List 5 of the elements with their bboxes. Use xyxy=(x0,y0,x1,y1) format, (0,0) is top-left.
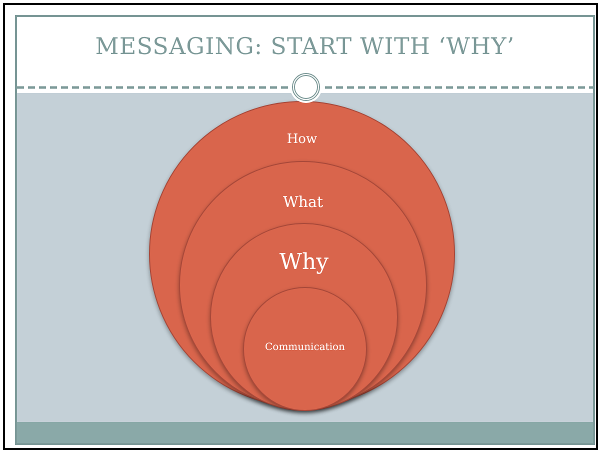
circle-label: Why xyxy=(279,249,329,276)
circle-label: Communication xyxy=(265,342,345,354)
slide-title: MESSAGING: START WITH ‘WHY’ xyxy=(95,33,515,62)
circle-label: What xyxy=(282,193,324,212)
circle-label: How xyxy=(286,132,318,148)
